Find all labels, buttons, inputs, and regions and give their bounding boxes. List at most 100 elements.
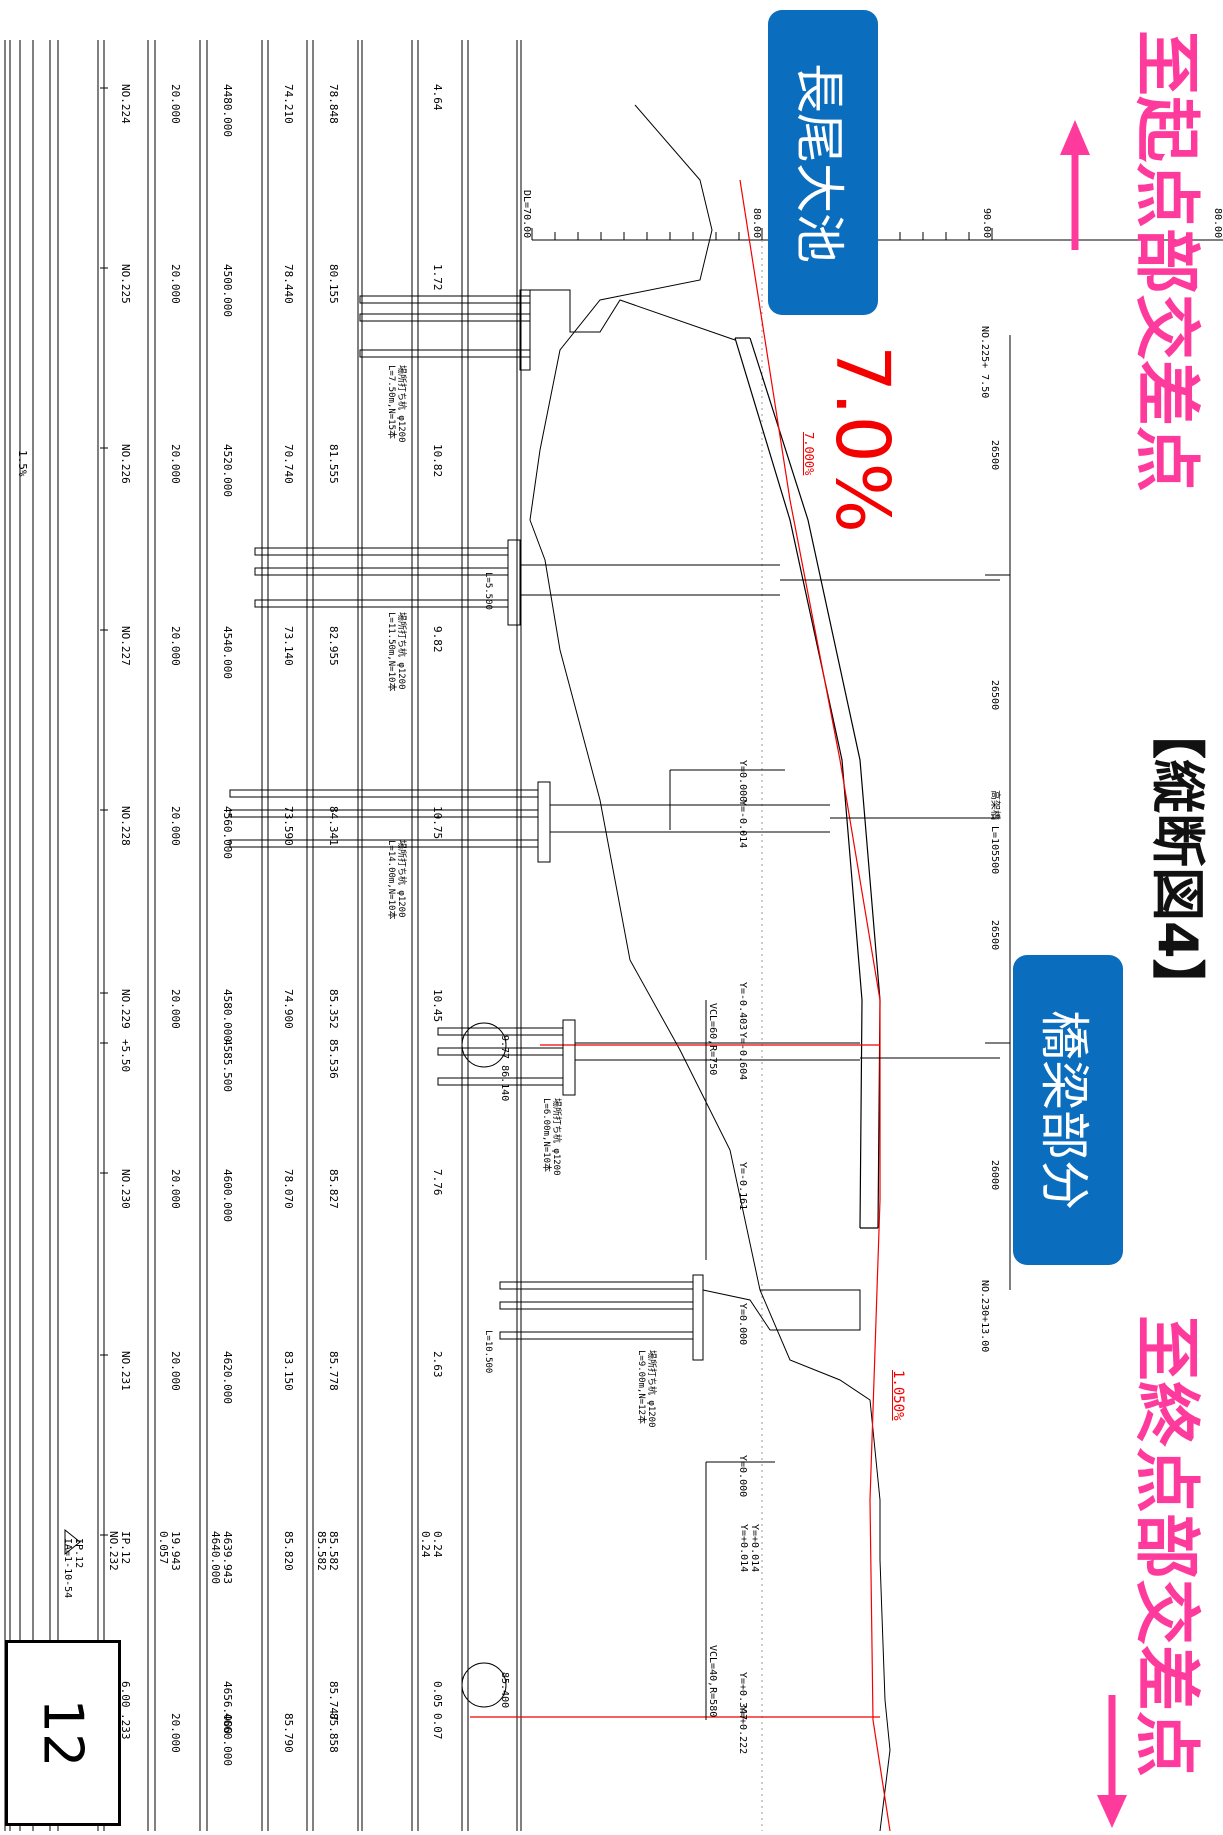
- station-interval-cell: 20.000: [169, 84, 182, 124]
- station-add-cell: 4620.000: [221, 1351, 234, 1404]
- cross-slope-label: 1.5%: [16, 450, 29, 477]
- dim-span1: 26500: [989, 440, 1000, 471]
- circle-marker: [461, 1022, 507, 1068]
- station-interval-cell: 20.000: [169, 264, 182, 304]
- station-ground-cell: 73.140: [282, 626, 295, 666]
- station-ground-cell: 83.150: [282, 1351, 295, 1391]
- station-ticks: [100, 87, 108, 1718]
- station-plan-cell: 78.848: [327, 84, 340, 124]
- substructures: [229, 289, 1011, 1720]
- circle-marker: [461, 1662, 507, 1708]
- station-add-cell: 4639.943: [221, 1531, 234, 1584]
- station-no-cell: NO.231: [119, 1351, 132, 1391]
- station-ground-cell: 74.900: [282, 989, 295, 1029]
- station-add-cell: 4560.000: [221, 806, 234, 859]
- ordinate: Y=+0.014 Y=+0.014: [738, 1524, 760, 1573]
- station-ground-cell: 78.070: [282, 1169, 295, 1209]
- station-plan-cell: 85.582: [327, 1531, 340, 1571]
- vc-length-label: L=10.500: [483, 1330, 493, 1374]
- ordinate: Y=-0.604: [737, 1032, 748, 1081]
- badge-nagao-oike: 長尾大池: [768, 10, 878, 315]
- planned-grade-line: [470, 179, 891, 1832]
- station-interval-cell: 19.943: [169, 1531, 182, 1571]
- station-no-cell: +5.50: [119, 1039, 132, 1072]
- page-number-box: 12: [5, 1640, 121, 1826]
- pile-label: 場所打ち杭 φ1200 L=6.00m,N=10本: [541, 1098, 561, 1176]
- station-plan-cell: 84.341: [327, 806, 340, 846]
- station-no-cell: NO.229: [119, 989, 132, 1029]
- station-plan-cell: 85.582: [315, 1531, 328, 1571]
- ordinate: Y=0.000: [737, 1455, 748, 1498]
- station-add-cell: 4500.000: [221, 264, 234, 317]
- station-plan-cell: 80.155: [327, 264, 340, 304]
- station-no-cell: NO.224: [119, 84, 132, 124]
- badge-bridge-section: 橋梁部分: [1013, 955, 1123, 1265]
- station-no-cell: NO.227: [119, 626, 132, 666]
- station-interval-cell: 20.000: [169, 1169, 182, 1209]
- station-ground-cell: 73.590: [282, 806, 295, 846]
- station-ground-cell: 85.790: [282, 1713, 295, 1753]
- station-no-cell: NO.225: [119, 264, 132, 304]
- vcl-label: VCL=60,R=750: [707, 1003, 718, 1076]
- station-plan-cell: 85.352: [327, 989, 340, 1029]
- ordinate: Y=0.000: [737, 1303, 748, 1346]
- existing-ground-line: [529, 104, 891, 1832]
- station-diff-cell: 0.05: [431, 1681, 444, 1708]
- grade-label-2: 1.050%: [890, 1370, 906, 1421]
- ordinate: Y=-0.161: [737, 1162, 748, 1211]
- station-add-cell: 4585.500: [221, 1039, 234, 1092]
- pile-label: 場所打ち杭 φ1200 L=7.50m,N=15本: [386, 365, 406, 443]
- arrow-down-icon: [1097, 1695, 1127, 1828]
- station-plan-cell: 82.955: [327, 626, 340, 666]
- ip-label: IP.12 IA=1-10-54: [62, 1538, 84, 1599]
- station-interval-cell: 20.000: [169, 989, 182, 1029]
- station-plan-cell: 85.827: [327, 1169, 340, 1209]
- scale-dl: DL=70.00: [521, 190, 532, 239]
- vcl-label: VCL=40,R=580: [707, 1645, 718, 1718]
- station-ground-cell: 78.440: [282, 264, 295, 304]
- vc-length-label: L=5.500: [483, 572, 493, 610]
- station-interval-cell: 20.000: [169, 1351, 182, 1391]
- bridge-length: 高架橋 L=105500: [989, 790, 1000, 875]
- drawing-title: 【縦断図4】: [1146, 705, 1209, 1013]
- ip-marker: [64, 1528, 81, 1556]
- pile-label: 場所打ち杭 φ1200 L=9.00m,N=12本: [636, 1350, 656, 1428]
- station-no-cell: NO.228: [119, 806, 132, 846]
- station-interval-cell: 20.000: [169, 626, 182, 666]
- table-grid: [4, 40, 522, 1831]
- station-interval-cell: 0.057: [157, 1531, 170, 1564]
- station-add-cell: 4656.000: [221, 1681, 234, 1734]
- station-no-cell: .233: [119, 1713, 132, 1740]
- grade-label-1: 7.000%: [802, 432, 816, 476]
- station-diff-cell: 0.24: [431, 1531, 444, 1558]
- station-plan-cell: 85.858: [327, 1713, 340, 1753]
- direction-end: 至終点部交差点: [1128, 1315, 1205, 1777]
- scale-80: 80.00: [751, 208, 762, 239]
- station-add-cell: 4540.000: [221, 626, 234, 679]
- scale-90: 90.00: [981, 208, 992, 239]
- station-add-cell: 4520.000: [221, 444, 234, 497]
- direction-start: 至起点部交差点: [1128, 30, 1205, 492]
- station-diff-cell: 9.82: [431, 626, 444, 653]
- ordinate: Y=-0.403: [737, 982, 748, 1031]
- circle-label: 9.77 86.140: [499, 1035, 510, 1102]
- dim-span4: 26000: [989, 1160, 1000, 1191]
- ordinate: Y=+0.222: [737, 1706, 748, 1755]
- station-diff-cell: 0.24: [419, 1531, 432, 1558]
- station-no-cell: NO.230: [119, 1169, 132, 1209]
- station-add-cell: 4580.000: [221, 989, 234, 1042]
- big-grade: 7.0%: [819, 345, 905, 533]
- station-diff-cell: 0.07: [431, 1713, 444, 1740]
- dim-end: NO.230+13.00: [979, 1280, 990, 1353]
- station-no-cell: NO.232: [107, 1531, 120, 1571]
- ordinate: Y=-0.014: [737, 800, 748, 849]
- station-plan-cell: 85.778: [327, 1351, 340, 1391]
- station-no-cell: IP.12: [119, 1531, 132, 1564]
- station-plan-cell: 85.536: [327, 1039, 340, 1079]
- station-diff-cell: 2.63: [431, 1351, 444, 1378]
- station-plan-cell: 85.747: [327, 1681, 340, 1721]
- station-diff-cell: 4.64: [431, 84, 444, 111]
